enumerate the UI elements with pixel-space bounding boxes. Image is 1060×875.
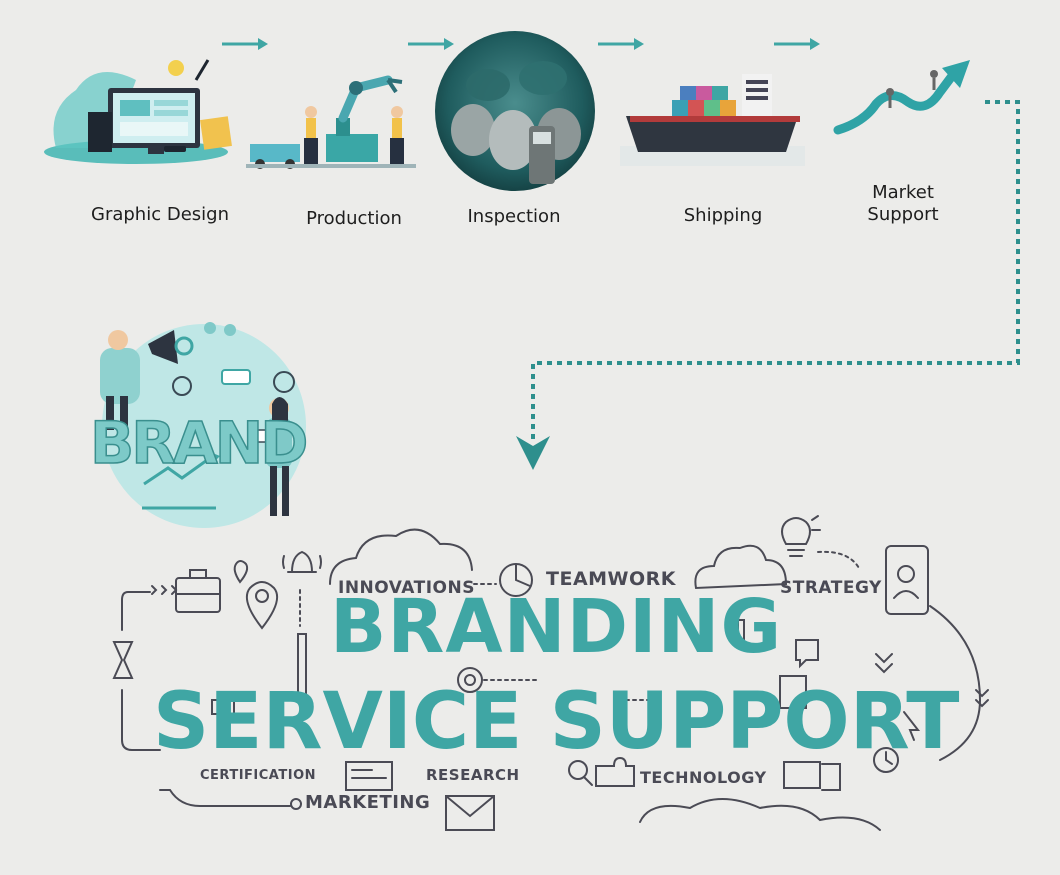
inspection-photo-circle: [435, 31, 595, 191]
magnifier-icon: [568, 760, 588, 780]
keyword-research: RESEARCH: [426, 766, 520, 784]
double-chevron-icon: [875, 653, 893, 674]
keyword-strategy: STRATEGY: [780, 578, 882, 598]
puzzle-icon: [595, 756, 635, 787]
document-icon: [779, 675, 807, 709]
cargo-ship-illustration: [620, 74, 805, 166]
growth-arrow-illustration: [833, 60, 970, 135]
step-label-market-support: Market Support: [867, 182, 939, 225]
cloud-icon: [329, 528, 473, 585]
step-label-graphic-design: Graphic Design: [91, 204, 229, 225]
step-label-shipping: Shipping: [683, 205, 763, 226]
brand-art-text: BRAND: [90, 409, 306, 477]
id-card-icon: [345, 761, 393, 791]
production-robot-arm-illustration: [246, 75, 416, 169]
brand-illustration: BRAND: [89, 322, 310, 528]
step-label-inspection: Inspection: [467, 206, 561, 227]
keyword-certification: CERTIFICATION: [200, 768, 316, 783]
graphic-design-illustration: [44, 59, 232, 164]
headline-line-2: SERVICE SUPPORT: [153, 677, 960, 767]
keyword-technology: TECHNOLOGY: [640, 768, 767, 787]
keyword-innovations: INNOVATIONS: [338, 578, 475, 598]
cursor-icon: [903, 711, 921, 741]
step-label-production: Production: [306, 208, 402, 229]
lightbulb-icon: [781, 517, 811, 545]
keyword-marketing: MARKETING: [305, 792, 431, 813]
smartphone-icon: [885, 545, 929, 615]
cloud-icon-3: [639, 798, 881, 831]
puzzle-icon-2: [783, 761, 821, 789]
speech-bubble-icon: [795, 639, 819, 669]
location-pin-icon: [246, 581, 278, 630]
envelope-icon: [445, 795, 495, 831]
dotted-connector: [531, 100, 1020, 440]
chevrons-icon: [151, 585, 178, 595]
pencil-icon: [297, 633, 307, 716]
headline-line-1: BRANDING: [330, 584, 783, 670]
location-pin-icon-2: [233, 560, 249, 584]
connector-arrowhead: [516, 436, 550, 470]
hourglass-icon: [112, 641, 134, 679]
cloud-icon-2: [694, 544, 788, 590]
target-icon: [457, 667, 483, 693]
bell-icon: [290, 550, 314, 573]
clock-icon: [873, 747, 899, 773]
keyword-teamwork: TEAMWORK: [546, 568, 677, 590]
